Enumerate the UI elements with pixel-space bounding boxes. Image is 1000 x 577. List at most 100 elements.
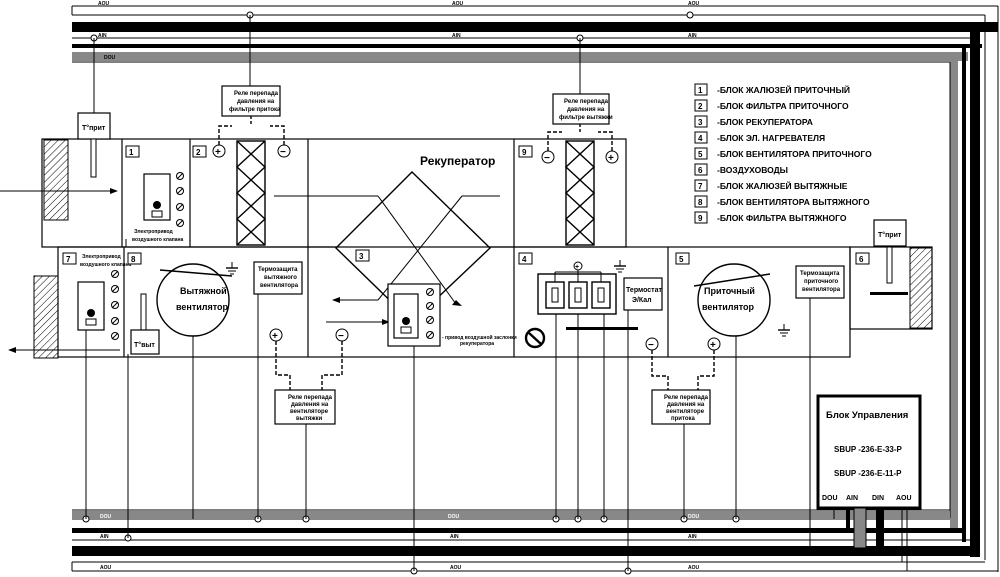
drive-damper-1-line1: Электропривод xyxy=(134,229,174,235)
plus-sign: + xyxy=(608,153,614,164)
legend-item: 7 -БЛОК ЖАЛЮЗЕЙ ВЫТЯЖНЫЕ xyxy=(694,179,848,192)
bus-label-dou: DOU xyxy=(688,514,700,520)
recuperator: Рекуператор 3 - привод воздушной заслонк… xyxy=(274,154,517,347)
bus-label-ain: AIN xyxy=(98,33,107,39)
block-number-1: 1 xyxy=(129,148,134,157)
control-port-din: DIN xyxy=(872,495,884,502)
drive-recup-line1: - привод воздушной заслонки xyxy=(442,334,517,341)
legend-num: 5 xyxy=(698,150,703,159)
thermostat-line2: Э/Кал xyxy=(632,297,652,304)
legend-text: -БЛОК РЕКУПЕРАТОРА xyxy=(717,117,813,127)
thermostat-line1: Термостат xyxy=(626,287,662,294)
thermo-exhaust-line3: вентилятора xyxy=(260,283,299,289)
minus-sign: − xyxy=(280,147,286,158)
arrow-intake xyxy=(0,188,118,194)
legend-item: 5 -БЛОК ВЕНТИЛЯТОРА ПРИТОЧНОГО xyxy=(694,147,872,160)
legend-text: -БЛОК ЖАЛЮЗЕЙ ВЫТЯЖНЫЕ xyxy=(717,180,848,191)
relay-fan-exhaust-line2: давления на xyxy=(291,402,329,408)
control-model-1: SBUP -236-E-33-P xyxy=(834,445,903,454)
bus-label-dou: DOU xyxy=(448,514,460,520)
thermo-exhaust: Термозащита вытяжного вентилятора xyxy=(253,261,303,295)
bus-label-ain: AIN xyxy=(688,33,697,39)
legend-text: -БЛОК ВЕНТИЛЯТОРА ВЫТЯЖНОГО xyxy=(717,197,870,207)
block-4-heater: 4 + xyxy=(518,252,638,349)
control-title: Блок Управления xyxy=(826,410,908,421)
relay-filter-exhaust-line2: давления на xyxy=(567,107,605,113)
legend-item: 9 -БЛОК ФИЛЬТРА ВЫТЯЖНОГО xyxy=(694,211,847,224)
minus-sign: − xyxy=(338,331,344,342)
block-1-damper: 1 Электропривод воздушного клапана xyxy=(125,145,184,243)
legend-text: -ВОЗДУХОВОДЫ xyxy=(717,165,788,175)
legend-item: 3 -БЛОК РЕКУПЕРАТОРА xyxy=(694,115,813,128)
thermo-supply-line3: вентилятора xyxy=(802,287,841,293)
relay-fan-supply: Реле перепада давления на вентиляторе пр… xyxy=(651,389,711,425)
thermo-supply: Термозащита приточного вентилятора xyxy=(795,265,845,299)
control-port-ain: AIN xyxy=(846,495,858,502)
legend-num: 1 xyxy=(698,86,703,95)
legend-text: -БЛОК ЖАЛЮЗЕЙ ПРИТОЧНЫЙ xyxy=(717,84,850,95)
recuperator-label: Рекуператор xyxy=(420,154,495,168)
drive-damper-1-line2: воздушного клапана xyxy=(132,237,184,243)
bus-lines-bottom: DOU DOU DOU AIN AIN AIN AOU AOU AOU xyxy=(71,509,998,572)
block-number-3: 3 xyxy=(359,252,364,261)
control-port-dou: DOU xyxy=(822,495,838,502)
minus-sign: − xyxy=(648,340,654,351)
relay-fan-exhaust-line3: вентиляторе xyxy=(290,409,329,415)
legend-num: 7 xyxy=(698,182,703,191)
thermo-supply-line1: Термозащита xyxy=(800,271,840,277)
bus-lines-top: AOU AOU AOU AIN AIN AIN DOU xyxy=(71,1,998,63)
t-prit-label: T°прит xyxy=(82,124,106,132)
control-model-2: SBUP -236-E-11-P xyxy=(834,469,902,478)
legend-num: 4 xyxy=(698,134,703,143)
supply-fan-pressure-ports: − + xyxy=(645,337,721,390)
relay-fan-exhaust: Реле перепада давления на вентиляторе вы… xyxy=(274,389,336,425)
lower-duct xyxy=(57,246,933,358)
bus-label-ain: AIN xyxy=(450,534,459,540)
bus-label-aou: AOU xyxy=(688,1,700,7)
plus-sign: + xyxy=(215,147,221,158)
block-2-filter-supply: 2 + − xyxy=(192,125,291,246)
legend-text: -БЛОК ЭЛ. НАГРЕВАТЕЛЯ xyxy=(717,133,825,143)
block-5-supply-fan: 5 Приточный вентилятор xyxy=(675,252,790,337)
thermostat: Термостат Э/Кал xyxy=(623,277,663,311)
legend-text: -БЛОК ФИЛЬТРА ВЫТЯЖНОГО xyxy=(717,213,847,223)
legend-item: 4 -БЛОК ЭЛ. НАГРЕВАТЕЛЯ xyxy=(694,131,825,144)
block-number-4: 4 xyxy=(522,255,527,264)
block-number-9: 9 xyxy=(522,148,527,157)
control-unit: Блок Управления SBUP -236-E-33-P SBUP -2… xyxy=(816,394,922,571)
minus-sign: − xyxy=(544,153,550,164)
relay-filter-supply: Реле перепада давления на фильтре приток… xyxy=(221,15,281,126)
block-number-7: 7 xyxy=(66,255,71,264)
exhaust-fan-pressure-ports: + − xyxy=(269,328,349,390)
block-number-2: 2 xyxy=(196,148,201,157)
bus-label-aou: AOU xyxy=(98,1,110,7)
thermo-supply-line2: приточного xyxy=(804,279,839,285)
block-7-damper-exhaust: 7 Электропривод воздушного клапана xyxy=(62,252,132,340)
plus-sign: + xyxy=(575,264,579,271)
block-8-exhaust-fan: 8 Вытяжной вентилятор T°выт xyxy=(127,252,238,355)
bus-label-aou: AOU xyxy=(452,1,464,7)
bus-label-dou: DOU xyxy=(104,55,116,61)
plus-sign: + xyxy=(272,331,278,342)
relay-fan-supply-line1: Реле перепада xyxy=(664,395,709,401)
relay-filter-supply-line2: давления на xyxy=(237,99,275,105)
legend-item: 1 -БЛОК ЖАЛЮЗЕЙ ПРИТОЧНЫЙ xyxy=(694,83,850,96)
plus-sign: + xyxy=(710,340,716,351)
bus-label-aou: AOU xyxy=(100,565,112,571)
control-port-aou: AOU xyxy=(896,495,912,502)
supply-fan-line1: Приточный xyxy=(704,286,755,296)
arrow-exhaust-out xyxy=(8,347,120,353)
thermo-exhaust-line2: вытяжного xyxy=(264,275,297,281)
block-number-5: 5 xyxy=(679,255,684,264)
drive-damper-7-line1: Электропривод xyxy=(82,254,122,260)
legend-text: -БЛОК ФИЛЬТРА ПРИТОЧНОГО xyxy=(717,101,849,111)
bus-label-aou: AOU xyxy=(450,565,462,571)
legend-num: 9 xyxy=(698,214,703,223)
legend-num: 8 xyxy=(698,198,703,207)
bus-lines-right xyxy=(949,6,999,572)
relay-fan-supply-line2: давления на xyxy=(667,402,705,408)
bus-label-ain: AIN xyxy=(452,33,461,39)
legend-text: -БЛОК ВЕНТИЛЯТОРА ПРИТОЧНОГО xyxy=(717,149,872,159)
legend-num: 6 xyxy=(698,166,703,175)
